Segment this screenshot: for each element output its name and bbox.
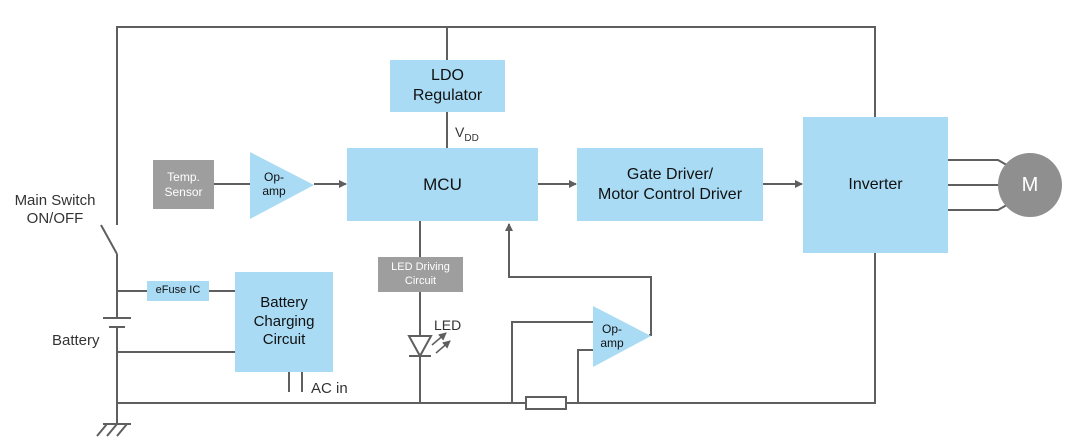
vdd-label: VDD (455, 124, 479, 145)
ground-tick (96, 423, 108, 437)
sense-wire-right (577, 349, 593, 403)
led-label: LED (434, 317, 462, 333)
vdd-label-subscript: DD (464, 132, 479, 144)
main-switch-contact (100, 224, 118, 255)
main-switch-label: Main Switch ON/OFF (14, 192, 96, 227)
ground-tick (116, 423, 128, 437)
motor-label: M (1021, 173, 1039, 196)
led-ray (431, 332, 447, 346)
battery-charging-circuit-block: Battery Charging Circuit (235, 272, 333, 372)
shunt-resistor (525, 396, 567, 410)
gate-driver-block: Gate Driver/ Motor Control Driver (577, 148, 763, 221)
led-ray (435, 340, 451, 354)
vdd-label-main: V (455, 124, 465, 140)
motor-symbol (998, 153, 1062, 217)
led-driving-circuit-block: LED Driving Circuit (378, 257, 463, 292)
inverter-block: Inverter (803, 117, 948, 253)
sense-wire-left (511, 321, 593, 403)
mcu-block: MCU (347, 148, 538, 221)
battery-label: Battery (52, 332, 100, 349)
temp-sensor-block: Temp. Sensor (153, 160, 214, 209)
ground-tick (106, 423, 118, 437)
feedback-to-mcu-arrow (505, 223, 652, 336)
opamp-bottom-label: Op- amp (600, 322, 624, 351)
opamp-top-symbol (250, 152, 314, 219)
ground-rail (117, 253, 876, 404)
ldo-regulator-block: LDO Regulator (390, 60, 505, 112)
efuse-ic-block: eFuse IC (147, 281, 209, 301)
led-diode (407, 335, 433, 359)
opamp-top-label: Op- amp (262, 170, 286, 199)
supply-rail (116, 26, 876, 225)
opamp-bottom-symbol (593, 306, 651, 367)
ac-in-label: AC in (311, 380, 348, 397)
